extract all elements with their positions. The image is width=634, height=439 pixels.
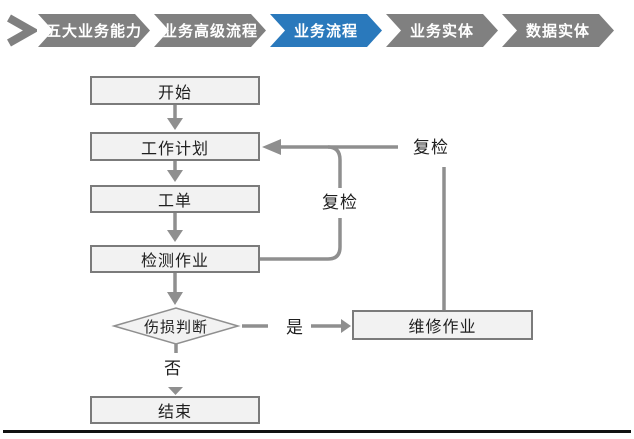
- edge-recheck-inner-bottom: [260, 218, 342, 261]
- nav-step-label: 数据实体: [525, 23, 590, 40]
- arrowhead-right-icon: [341, 319, 351, 333]
- edge-label-recheck-inner: 复检: [322, 193, 358, 212]
- flow-node-decision-label: 伤损判断: [126, 315, 226, 337]
- flow-node-inspection: 检测作业: [90, 245, 260, 273]
- edge-label-no: 否: [164, 358, 182, 378]
- node-label: 工单: [157, 193, 192, 210]
- nav-step-label: 五大业务能力: [45, 23, 142, 40]
- node-label: 结束: [157, 404, 192, 421]
- nav-step-business-process[interactable]: 业务流程: [270, 14, 382, 47]
- arrowhead-down-icon: [167, 118, 183, 130]
- node-label: 工作计划: [140, 140, 209, 158]
- edge-label-yes: 是: [286, 317, 304, 337]
- nav-step-business-entity[interactable]: 业务实体: [386, 14, 498, 47]
- arrowhead-left-icon: [262, 139, 281, 155]
- arrowhead-down-icon: [168, 387, 183, 395]
- nav-step-high-level-process[interactable]: 业务高级流程: [154, 14, 266, 47]
- flow-node-end: 结束: [90, 396, 260, 424]
- arrowhead-down-icon: [167, 170, 183, 182]
- edge-label-recheck-outer: 复检: [413, 138, 449, 157]
- node-label: 伤损判断: [143, 318, 208, 336]
- node-label: 开始: [157, 84, 192, 102]
- node-label: 维修作业: [408, 319, 477, 336]
- nav-step-label: 业务高级流程: [161, 23, 258, 40]
- chevron-lead-icon: [7, 14, 37, 47]
- bottom-divider: [3, 430, 631, 433]
- flow-node-work-plan: 工作计划: [90, 132, 260, 161]
- arrowhead-down-icon: [167, 292, 183, 305]
- arrowhead-down-icon: [167, 230, 183, 242]
- nav-step-label: 业务流程: [293, 23, 358, 40]
- nav-step-label: 业务实体: [409, 23, 474, 40]
- edge-recheck-inner-top: [327, 145, 342, 188]
- nav-step-data-entity[interactable]: 数据实体: [502, 14, 614, 47]
- flow-node-repair: 维修作业: [352, 310, 533, 340]
- flow-node-work-order: 工单: [90, 185, 260, 213]
- node-label: 检测作业: [140, 253, 209, 270]
- nav-step-capabilities[interactable]: 五大业务能力: [38, 14, 150, 47]
- flow-node-start: 开始: [90, 76, 260, 105]
